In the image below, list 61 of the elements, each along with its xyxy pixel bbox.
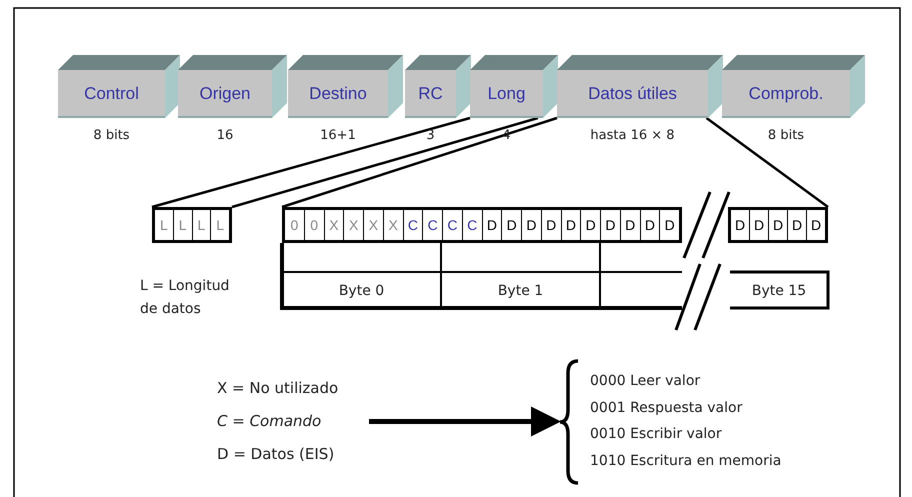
bit-cell: D [521,210,541,240]
command-code: 1010 Escritura en memoria [590,452,782,470]
zoom-line [232,116,538,208]
bit-cell: D [806,210,825,240]
bit-field [152,207,232,243]
command-code: 0010 Escribir valor [590,425,723,444]
command-code: 0000 Leer valor [590,372,702,391]
bit-count-label: 8 bits [93,128,130,143]
byte-label: Byte 1 [496,282,544,301]
bit-cell: 0 [304,210,324,240]
bit-count-label: 3 [426,128,435,143]
bit-cell: X [343,210,363,240]
legend-definition: D = Datos (EIS) [217,444,336,465]
bit-cell: L [210,210,229,240]
legend-definition: X = No utilizado [217,378,340,399]
legend-definition: C = Comando [217,411,322,432]
bit-cell: D [560,210,580,240]
bit-cell: C [422,210,442,240]
bit-cell: C [462,210,482,240]
field-name: Origen [199,84,251,104]
bit-count-label: 8 bits [768,128,804,143]
legend-definition: L = Longitud de datos [140,277,230,319]
bit-cell: D [620,210,640,240]
field-name: Destino [309,84,367,104]
zoom-line [282,116,558,208]
zoom-line [152,116,470,208]
field-name: RC [418,84,443,104]
bit-count-label: 16+1 [320,128,356,143]
byte-label: Byte 0 [338,282,386,301]
field-name: Datos útiles [588,84,677,104]
bit-count-label: 16 [216,128,234,143]
field-name: Control [84,84,139,104]
bit-cell: D [659,210,679,240]
field-name: Long [488,84,526,104]
bit-cell: L [172,210,192,240]
bit-cell: D [768,210,787,240]
bit-cell-text: L [158,216,169,235]
bit-cell: D [600,210,620,240]
bit-count-label: hasta 16 × 8 [590,128,675,143]
bit-cell-text: 0 [289,216,300,235]
zoom-line [706,117,829,208]
arrow [369,406,561,436]
bit-cell: D [580,210,600,240]
bit-cell: D [540,210,560,240]
bit-cell-text: D [734,216,746,235]
bit-cell: X [324,210,344,240]
bit-cell: D [749,210,768,240]
bit-cell: C [442,210,462,240]
bit-cell: D [640,210,660,240]
bit-cell: L [192,210,210,240]
bit-cell: X [382,210,402,240]
bit-cell: C [402,210,422,240]
bit-field [282,207,682,243]
bit-cell: D [787,210,806,240]
bit-cell: X [363,210,383,240]
byte-label: Byte 15 [750,282,808,301]
field-name: Comprob. [748,84,824,104]
command-code: 0001 Respuesta valor [590,398,744,418]
bit-cell: D [482,210,502,240]
bit-field [728,207,828,243]
bit-cell: D [501,210,521,240]
